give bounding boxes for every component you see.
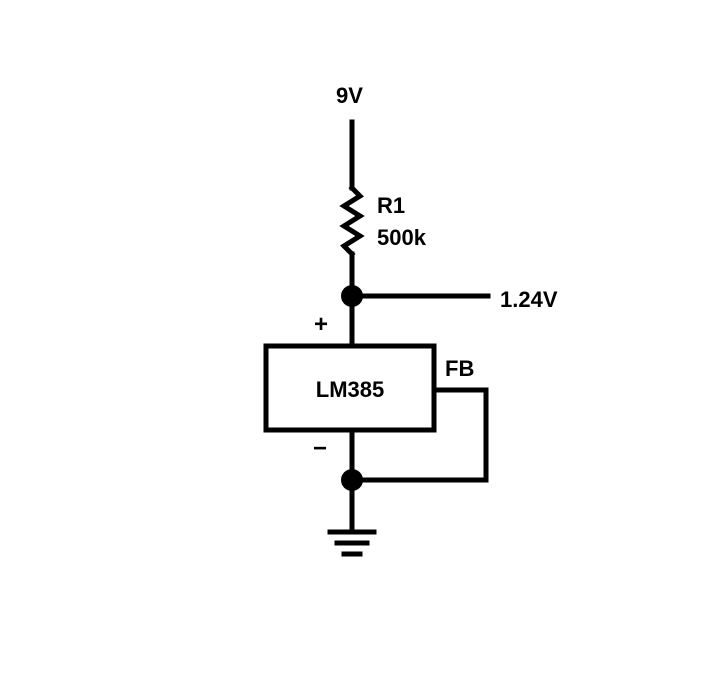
- fb-feedback-wire: [349, 387, 489, 483]
- ic-name-label: LM385: [316, 377, 384, 402]
- ic-plus-pin-label: +: [314, 311, 328, 338]
- ground-junction-dot: [341, 469, 363, 491]
- ground-icon: [327, 529, 377, 557]
- output-voltage-label: 1.24V: [500, 287, 558, 312]
- ic-fb-pin-label: FB: [445, 356, 474, 381]
- resistor-name-label: R1: [377, 193, 405, 218]
- resistor-value-label: 500k: [377, 225, 427, 250]
- ic-minus-pin-label: −: [313, 435, 327, 462]
- resistor-r1: [339, 184, 365, 258]
- supply-voltage-label: 9V: [336, 83, 363, 108]
